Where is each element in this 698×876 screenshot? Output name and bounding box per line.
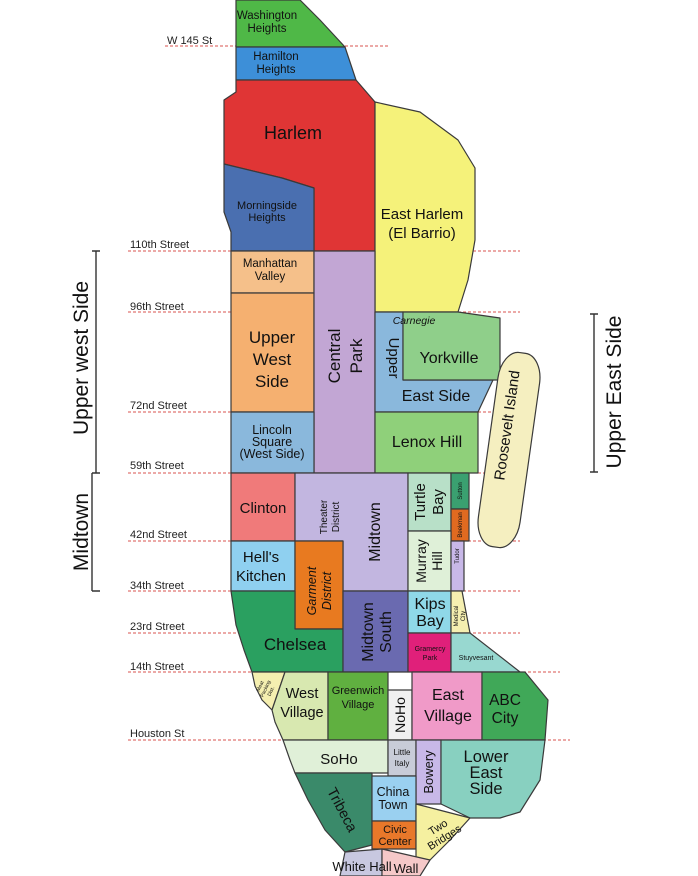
side-label-midtown: Midtown (70, 493, 93, 571)
side-label-upper-east-side: Upper East Side (603, 316, 626, 469)
region-noho[interactable] (387, 689, 413, 741)
upper-west-side-bracket (92, 250, 100, 474)
street-label-59: 59th Street (130, 460, 184, 472)
region-east-harlem[interactable] (374, 101, 476, 313)
region-two-bridges[interactable] (415, 803, 471, 861)
region-murray-hill[interactable] (407, 530, 452, 592)
region-stuyvesant[interactable] (450, 632, 521, 673)
street-label-72: 72nd Street (130, 400, 187, 412)
region-central-park[interactable] (313, 250, 376, 474)
street-label-w145: W 145 St (167, 35, 212, 47)
region-upper-west-side[interactable] (230, 292, 315, 413)
region-bowery[interactable] (415, 739, 442, 805)
street-label-houston: Houston St (130, 728, 184, 740)
midtown-bracket (91, 473, 100, 592)
region-lenox-hill[interactable] (374, 411, 479, 474)
region-sutton[interactable] (450, 472, 470, 510)
region-washington-heights[interactable] (235, 0, 346, 48)
street-labels: W 145 St 110th Street 96th Street 72nd S… (130, 35, 212, 740)
region-kips-bay[interactable] (407, 590, 452, 634)
street-label-23: 23rd Street (130, 621, 184, 633)
region-abc-city[interactable] (481, 671, 549, 741)
region-meatpacking[interactable] (251, 671, 286, 711)
region-white-hall[interactable] (339, 848, 383, 876)
street-label-14: 14th Street (130, 661, 184, 673)
region-hamilton-heights[interactable] (235, 46, 357, 81)
street-label-42: 42nd Street (130, 529, 187, 541)
street-label-110: 110th Street (130, 239, 189, 251)
region-east-village[interactable] (411, 671, 483, 741)
street-label-96: 96th Street (130, 301, 184, 313)
region-soho[interactable] (282, 739, 389, 774)
region-wall[interactable] (381, 848, 431, 876)
region-little-italy[interactable] (387, 739, 417, 777)
region-tudor[interactable] (450, 540, 465, 592)
region-beekman[interactable] (450, 508, 470, 542)
region-garment-district[interactable] (294, 540, 344, 630)
region-lincoln-square[interactable] (230, 411, 315, 474)
region-roosevelt-island[interactable] (475, 350, 544, 550)
region-manhattan-valley[interactable] (230, 250, 315, 294)
region-turtle-bay[interactable] (407, 472, 452, 532)
region-lower-east-side[interactable] (440, 739, 546, 819)
region-midtown-south[interactable] (342, 590, 409, 673)
region-civic-center[interactable] (371, 820, 417, 850)
street-label-34: 34th Street (130, 580, 184, 592)
region-gramercy-park[interactable] (407, 632, 452, 673)
region-china-town[interactable] (371, 775, 417, 822)
side-brackets: Upper west Side Midtown Upper East Side (70, 250, 626, 592)
region-hells-kitchen[interactable] (230, 540, 296, 592)
region-yorkville[interactable] (402, 311, 501, 381)
region-tribeca[interactable] (294, 772, 373, 853)
side-label-upper-west-side: Upper west Side (70, 281, 93, 435)
region-medical-city[interactable] (450, 590, 471, 634)
region-greenwich-village[interactable] (327, 671, 389, 741)
upper-east-side-bracket (590, 313, 598, 473)
region-clinton[interactable] (230, 472, 296, 542)
